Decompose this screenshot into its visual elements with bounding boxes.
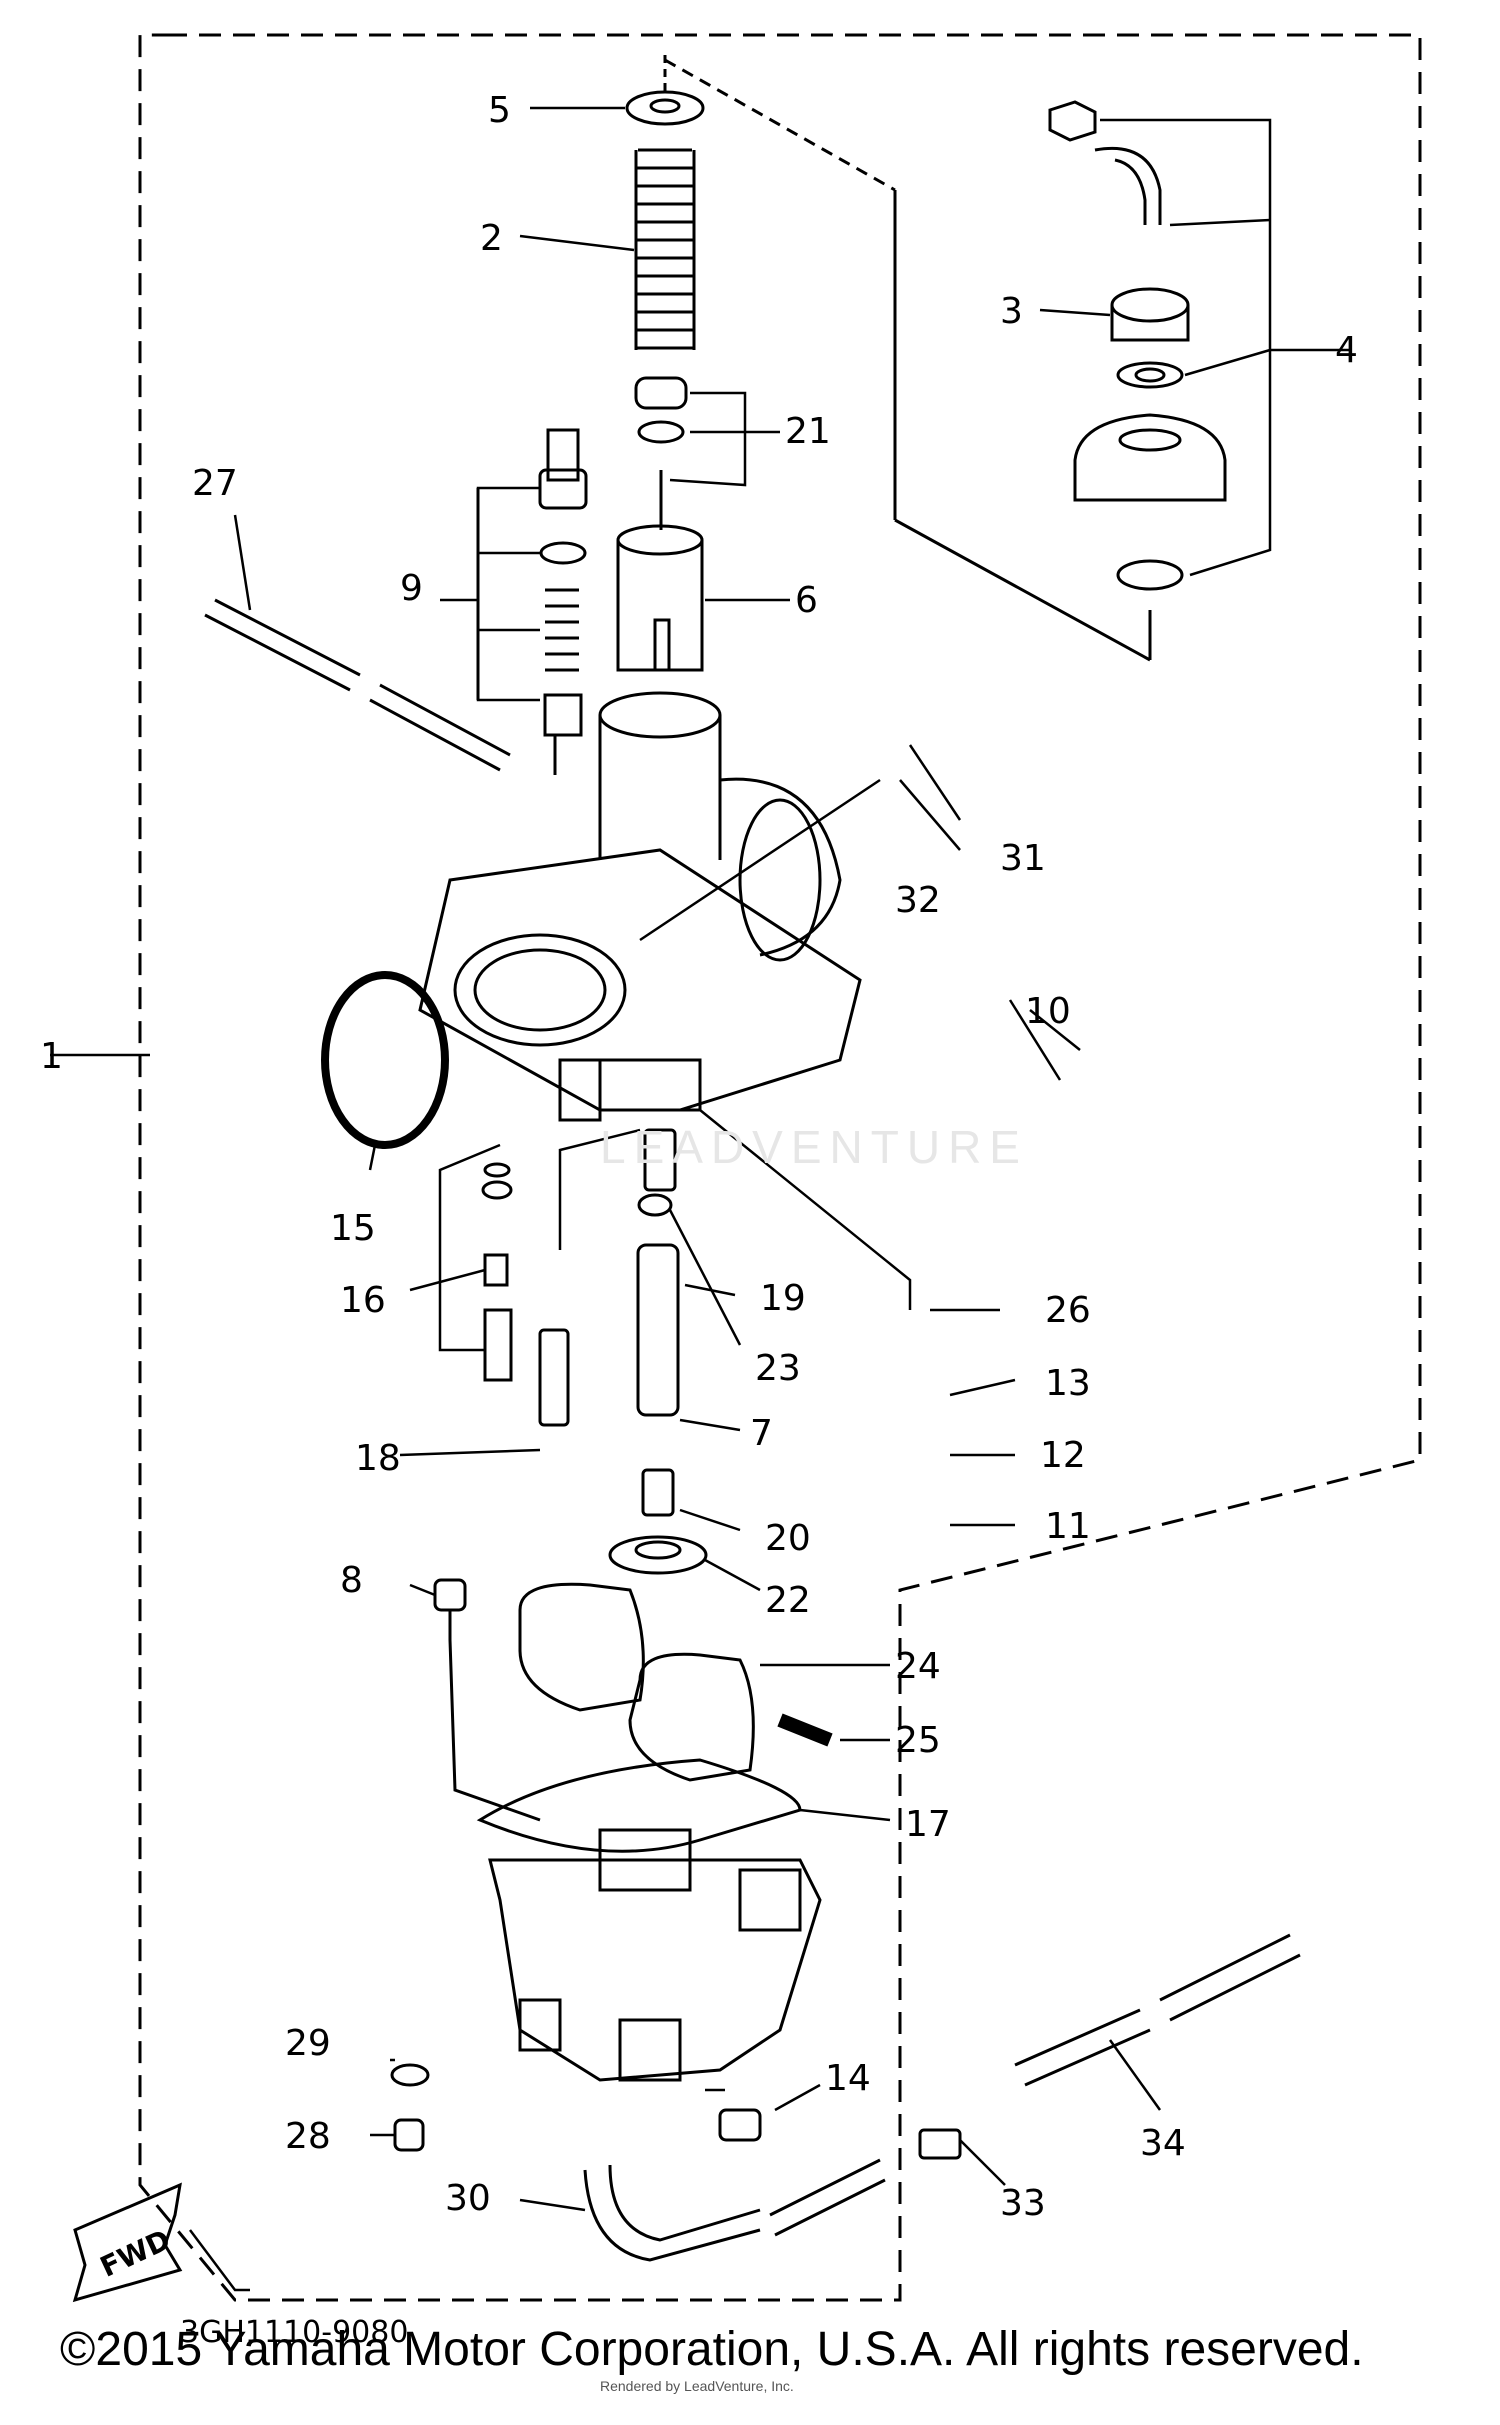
callout-32: 32 [895, 880, 941, 921]
callout-9: 9 [400, 568, 423, 609]
callout-3: 3 [1000, 291, 1023, 332]
renderer-credit: Rendered by LeadVenture, Inc. [600, 2378, 794, 2394]
callout-2: 2 [480, 218, 503, 259]
callout-11: 11 [1045, 1506, 1091, 1547]
callout-28: 28 [285, 2116, 331, 2157]
part-21-needle-clip [634, 376, 688, 530]
callout-30: 30 [445, 2178, 491, 2219]
part-20-main-jet [641, 1468, 675, 1517]
callout-31: 31 [1000, 838, 1046, 879]
callout-17: 17 [905, 1804, 951, 1845]
part-33-fitting [918, 2128, 962, 2160]
part-23-washer [637, 1193, 673, 1217]
part-4-cap-assembly [1048, 100, 1227, 591]
assembly-boundary [138, 33, 1422, 2302]
callout-25: 25 [895, 1720, 941, 1761]
callout-19: 19 [760, 1278, 806, 1319]
part-25-float-pin [777, 1713, 833, 1747]
callout-22: 22 [765, 1580, 811, 1621]
part-15-o-ring [321, 971, 449, 1149]
part-2-spring [634, 148, 696, 350]
part-17-gasket [476, 1758, 802, 1853]
callout-18: 18 [355, 1438, 401, 1479]
callout-12: 12 [1040, 1435, 1086, 1476]
callout-23: 23 [755, 1348, 801, 1389]
callout-1: 1 [40, 1036, 63, 1077]
part-27-pipe [204, 598, 511, 772]
part-8-screw [433, 1578, 541, 1822]
part-19-jet [643, 1128, 677, 1192]
part-18-jet [538, 1328, 570, 1427]
callout-13: 13 [1045, 1363, 1091, 1404]
part-29-washer [390, 2063, 430, 2087]
part-16-pilot-screw [481, 1162, 513, 1382]
part-code: 3GH1110-9080 [180, 2315, 408, 2350]
part-6-throttle-valve [616, 524, 704, 672]
callout-14: 14 [825, 2058, 871, 2099]
callout-34: 34 [1140, 2123, 1186, 2164]
callout-7: 7 [750, 1413, 773, 1454]
callout-4: 4 [1335, 330, 1358, 371]
cap-connector-line [664, 58, 896, 192]
callout-16: 16 [340, 1280, 386, 1321]
drain-hose [769, 2158, 886, 2237]
callout-6: 6 [795, 580, 818, 621]
callout-26: 26 [1045, 1290, 1091, 1331]
callout-15: 15 [330, 1208, 376, 1249]
part-22-washer [608, 1535, 708, 1575]
float-bowl [488, 1828, 822, 2082]
callout-27: 27 [192, 463, 238, 504]
leader-lines [50, 106, 1350, 2292]
callout-33: 33 [1000, 2183, 1046, 2224]
part-7-needle-jet [636, 1243, 680, 1417]
callout-20: 20 [765, 1518, 811, 1559]
fwd-arrow-icon [72, 2182, 183, 2303]
part-30-hose [583, 2164, 761, 2262]
callout-21: 21 [785, 411, 831, 452]
part-14-screw [718, 2108, 762, 2142]
carburetor-body [418, 691, 862, 1122]
callout-29: 29 [285, 2023, 331, 2064]
cap-connector-line-3 [894, 518, 1151, 662]
part-5-washer [625, 55, 705, 126]
copyright-text: ©2015 Yamaha Motor Corporation, U.S.A. A… [60, 2323, 1364, 2376]
callout-10: 10 [1025, 991, 1071, 1032]
part-28-drain-screw [393, 2118, 425, 2152]
part-24-float [518, 1582, 755, 1782]
part-9-screw-set [476, 428, 588, 775]
part-34-hose [1014, 1933, 1301, 2087]
callout-24: 24 [895, 1646, 941, 1687]
watermark: LEADVENTURE [600, 1121, 1028, 1173]
callout-5: 5 [488, 90, 511, 131]
callout-8: 8 [340, 1560, 363, 1601]
